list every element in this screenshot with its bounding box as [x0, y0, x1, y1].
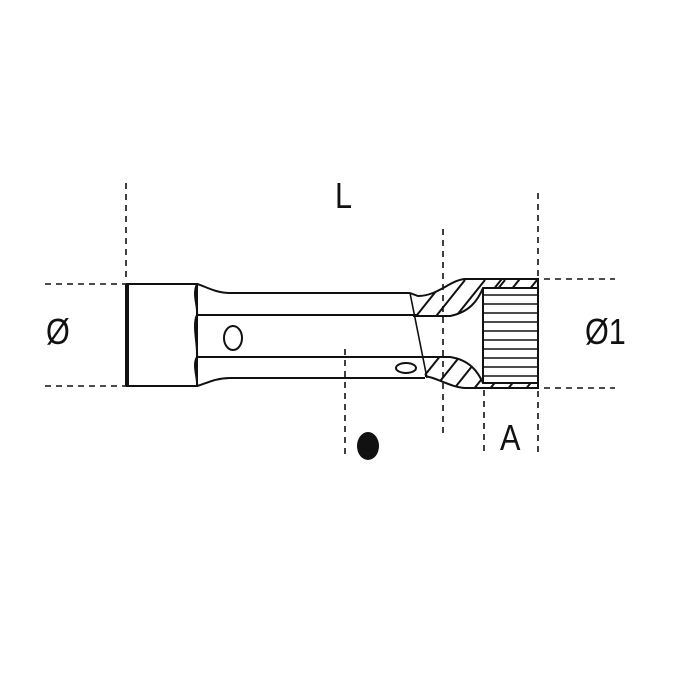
left-cap — [126, 283, 198, 387]
section-hatching — [409, 278, 539, 389]
tube-bottom-edge — [196, 377, 425, 387]
cross-hole-round — [223, 325, 243, 351]
diameter-label: Ø — [46, 311, 70, 352]
head-outline — [409, 278, 539, 389]
tube-left-edge — [194, 283, 199, 387]
cross-hole-oval — [395, 362, 417, 374]
section-cut-line — [409, 292, 428, 379]
dot-symbol-icon — [357, 432, 379, 460]
dimension-lines — [45, 183, 615, 455]
socket-body — [125, 283, 428, 387]
length-label: L — [335, 175, 353, 216]
internal-splines — [483, 294, 537, 377]
depth-a-label: A — [500, 417, 521, 458]
diameter1-label: Ø1 — [585, 311, 626, 352]
tube-top-edge — [196, 283, 410, 294]
